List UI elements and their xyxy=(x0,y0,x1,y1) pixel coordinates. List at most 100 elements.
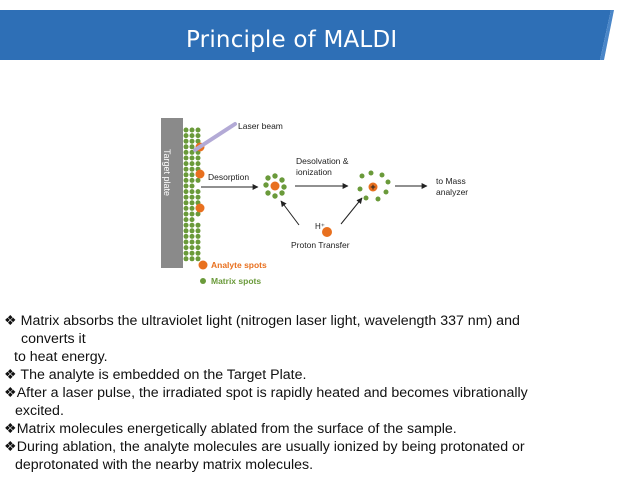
matrix-spot xyxy=(195,133,201,139)
matrix-spot xyxy=(183,233,189,239)
to-mass-label-line1: to Mass xyxy=(436,176,466,186)
matrix-spot xyxy=(195,211,201,217)
title-banner xyxy=(0,10,614,60)
matrix-spot xyxy=(379,172,385,178)
desorption-label: Desorption xyxy=(208,172,249,182)
matrix-spot xyxy=(183,194,189,200)
desolvation-label-line2: ionization xyxy=(296,167,332,177)
matrix-spot xyxy=(183,205,189,211)
matrix-spot xyxy=(183,155,189,161)
ionized-cluster xyxy=(357,170,391,202)
matrix-spot xyxy=(363,195,369,201)
bullet-3-line-1: ❖After a laser pulse, the irradiated spo… xyxy=(4,385,528,401)
matrix-spot xyxy=(265,190,271,196)
matrix-spot xyxy=(189,228,195,234)
analyte-ion xyxy=(368,182,378,192)
matrix-spot xyxy=(189,183,195,189)
matrix-spot xyxy=(189,149,195,155)
matrix-spot xyxy=(183,245,189,251)
matrix-spot xyxy=(195,233,201,239)
matrix-spot xyxy=(189,189,195,195)
matrix-analyte-cluster xyxy=(263,173,287,199)
maldi-diagram: Target plate Laser beam Desorption Desol… xyxy=(161,118,468,286)
matrix-spot xyxy=(189,217,195,223)
matrix-spot xyxy=(189,205,195,211)
matrix-spot xyxy=(195,138,201,144)
matrix-spot xyxy=(189,256,195,262)
bullet-4-line-1: ❖Matrix molecules energetically ablated … xyxy=(4,421,457,437)
target-plate xyxy=(161,118,183,268)
matrix-spot xyxy=(189,245,195,251)
matrix-spot xyxy=(195,250,201,256)
matrix-spot xyxy=(383,189,389,195)
matrix-spot xyxy=(183,177,189,183)
matrix-spot xyxy=(375,196,381,202)
matrix-spot xyxy=(272,173,278,179)
legend-analyte-label: Analyte spots xyxy=(211,260,267,270)
matrix-spot xyxy=(195,222,201,228)
h-plus-label: H⁺ xyxy=(315,222,325,231)
matrix-spot xyxy=(183,183,189,189)
matrix-spot xyxy=(368,170,374,176)
matrix-spot xyxy=(183,138,189,144)
matrix-spot xyxy=(183,222,189,228)
matrix-spot xyxy=(263,182,269,188)
laser-beam-label: Laser beam xyxy=(238,121,283,131)
matrix-spot xyxy=(183,189,189,195)
matrix-spot xyxy=(189,239,195,245)
matrix-spot xyxy=(183,166,189,172)
bullet-5-line-2: deprotonated with the nearby matrix mole… xyxy=(15,457,314,473)
desolvation-label-line1: Desolvation & xyxy=(296,156,349,166)
matrix-spot xyxy=(183,211,189,217)
matrix-spot xyxy=(195,127,201,133)
matrix-spot xyxy=(195,155,201,161)
matrix-spot xyxy=(183,161,189,167)
to-mass-label-line2: analyzer xyxy=(436,187,468,197)
matrix-spot xyxy=(189,200,195,206)
matrix-spot xyxy=(195,245,201,251)
bullet-1-line-2: converts it xyxy=(21,331,86,347)
matrix-spot xyxy=(272,193,278,199)
matrix-spot xyxy=(183,144,189,150)
matrix-spot xyxy=(189,138,195,144)
analyte-spot xyxy=(195,203,205,213)
matrix-spot xyxy=(195,256,201,262)
matrix-spot xyxy=(281,184,287,190)
plus-sign: + xyxy=(370,182,375,192)
matrix-spot xyxy=(357,186,363,192)
matrix-spot xyxy=(189,233,195,239)
analyte-spot xyxy=(195,169,205,179)
laser-beam xyxy=(193,122,237,152)
matrix-spot xyxy=(183,133,189,139)
matrix-spot xyxy=(189,127,195,133)
bullet-2-line-1: ❖ The analyte is embedded on the Target … xyxy=(4,367,307,383)
analyte-spot xyxy=(270,181,280,191)
legend-matrix-label: Matrix spots xyxy=(211,276,261,286)
matrix-spot xyxy=(189,172,195,178)
matrix-spot xyxy=(189,166,195,172)
matrix-spot xyxy=(189,177,195,183)
legend-analyte-swatch xyxy=(198,260,208,270)
matrix-spot xyxy=(385,179,391,185)
banner-shape xyxy=(0,10,611,60)
bullet-1-line-3: to heat energy. xyxy=(14,349,108,365)
bullet-5-line-1: ❖During ablation, the analyte molecules … xyxy=(4,439,525,455)
proton-analyte xyxy=(322,227,332,237)
matrix-spot xyxy=(183,228,189,234)
matrix-spot xyxy=(183,239,189,245)
matrix-spot xyxy=(189,155,195,161)
matrix-spot xyxy=(183,149,189,155)
slide-title: Principle of MALDI xyxy=(186,27,398,53)
matrix-spot xyxy=(195,239,201,245)
matrix-spot xyxy=(183,217,189,223)
bullet-3-line-2: excited. xyxy=(15,403,64,419)
proton-transfer-label: Proton Transfer xyxy=(291,240,350,250)
matrix-spot xyxy=(195,228,201,234)
matrix-spot xyxy=(279,190,285,196)
matrix-spot xyxy=(195,177,201,183)
matrix-spot xyxy=(183,172,189,178)
matrix-spot xyxy=(183,127,189,133)
matrix-spot xyxy=(265,175,271,181)
banner-edge xyxy=(600,10,614,60)
matrix-spot xyxy=(189,144,195,150)
